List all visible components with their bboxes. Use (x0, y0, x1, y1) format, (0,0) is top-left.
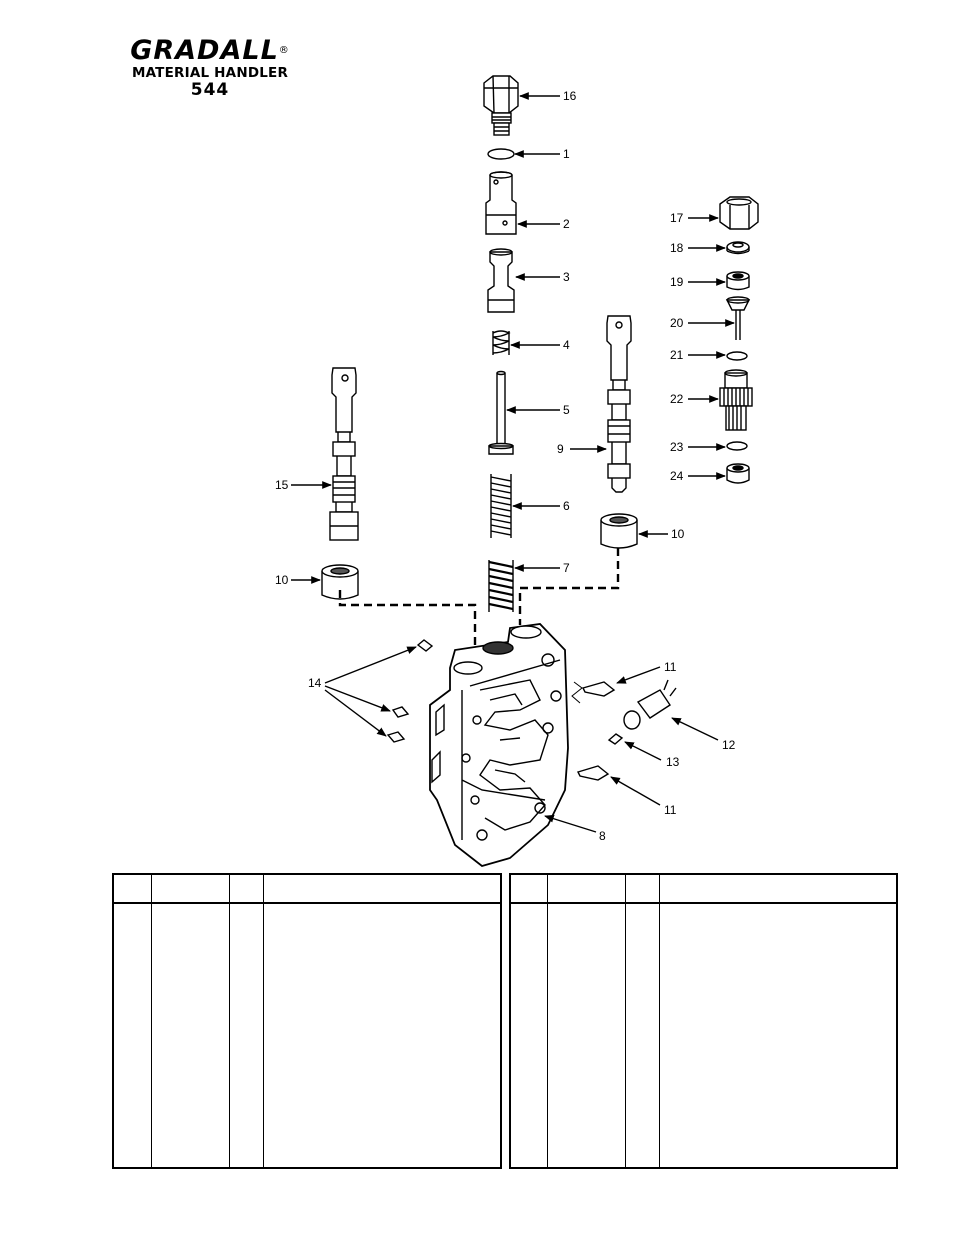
callout-1: 1 (563, 147, 570, 161)
callout-17: 17 (670, 211, 684, 225)
part-21-o-ring (726, 351, 748, 361)
table-column-divider (625, 875, 626, 1167)
registered-mark: ® (278, 45, 290, 56)
callout-11-lower: 11 (664, 803, 677, 817)
callout-14: 14 (308, 676, 322, 690)
part-3-spool (487, 248, 515, 313)
part-11-clip-lower (577, 765, 610, 781)
brand-logo: GRADALL® MATERIAL HANDLER 544 (110, 35, 310, 101)
table-column-divider (659, 875, 660, 1167)
callout-11-upper: 11 (664, 660, 677, 674)
part-10-cap-left (321, 564, 359, 600)
callout-5: 5 (563, 403, 570, 417)
part-18-washer (726, 241, 750, 255)
part-16-fitting (483, 75, 519, 136)
brand-subtitle: MATERIAL HANDLER (131, 65, 289, 81)
callout-20: 20 (670, 316, 684, 330)
part-20-pin (725, 296, 751, 340)
callout-18: 18 (670, 241, 684, 255)
callout-22: 22 (670, 392, 684, 406)
callout-13: 13 (666, 755, 680, 769)
part-15-spool (329, 367, 359, 541)
callout-2: 2 (563, 217, 570, 231)
part-13-plug (607, 733, 624, 745)
parts-table-right (509, 873, 898, 1169)
callout-labels: 16 1 2 3 4 5 6 7 8 9 10 10 15 17 18 19 2… (275, 89, 736, 843)
callout-19: 19 (670, 275, 684, 289)
part-5-pin (488, 370, 514, 455)
callout-7: 7 (563, 561, 570, 575)
part-2-sleeve (485, 171, 517, 235)
table-column-divider (547, 875, 548, 1167)
callout-10-left: 10 (275, 573, 289, 587)
table-column-divider (263, 875, 264, 1167)
callout-3: 3 (563, 270, 570, 284)
part-12-switch (623, 679, 677, 730)
part-4-spring (492, 330, 511, 355)
part-1-o-ring (487, 148, 515, 160)
callout-6: 6 (563, 499, 570, 513)
model-number: 544 (190, 80, 230, 100)
part-7-spring (488, 560, 514, 612)
exploded-parts-diagram: 16 1 2 3 4 5 6 7 8 9 10 10 15 17 18 19 2… (275, 75, 759, 867)
callout-15: 15 (275, 478, 289, 492)
brand-name: GRADALL® (130, 35, 290, 66)
callout-10-right: 10 (671, 527, 685, 541)
part-8-valve-body (429, 623, 569, 867)
part-9-spool (606, 315, 632, 493)
callout-21: 21 (670, 348, 684, 362)
callout-4: 4 (563, 338, 570, 352)
part-23-o-ring (726, 441, 748, 451)
callout-12: 12 (722, 738, 736, 752)
callout-8: 8 (599, 829, 606, 843)
part-6-spring (490, 474, 512, 538)
part-10-cap-right (600, 513, 638, 549)
part-11-clip-upper (581, 681, 616, 697)
parts-table-left (112, 873, 502, 1169)
table-column-divider (151, 875, 152, 1167)
part-24-nut (726, 463, 750, 484)
table-column-divider (229, 875, 230, 1167)
callout-9: 9 (557, 442, 564, 456)
table-header (511, 875, 896, 904)
callout-23: 23 (670, 440, 684, 454)
callout-24: 24 (670, 469, 684, 483)
table-header (114, 875, 500, 904)
callout-16: 16 (563, 89, 577, 103)
part-14-fittings (386, 639, 434, 743)
part-22-plug (719, 369, 753, 431)
part-17-nut (719, 196, 759, 230)
part-19-nut (726, 271, 750, 291)
